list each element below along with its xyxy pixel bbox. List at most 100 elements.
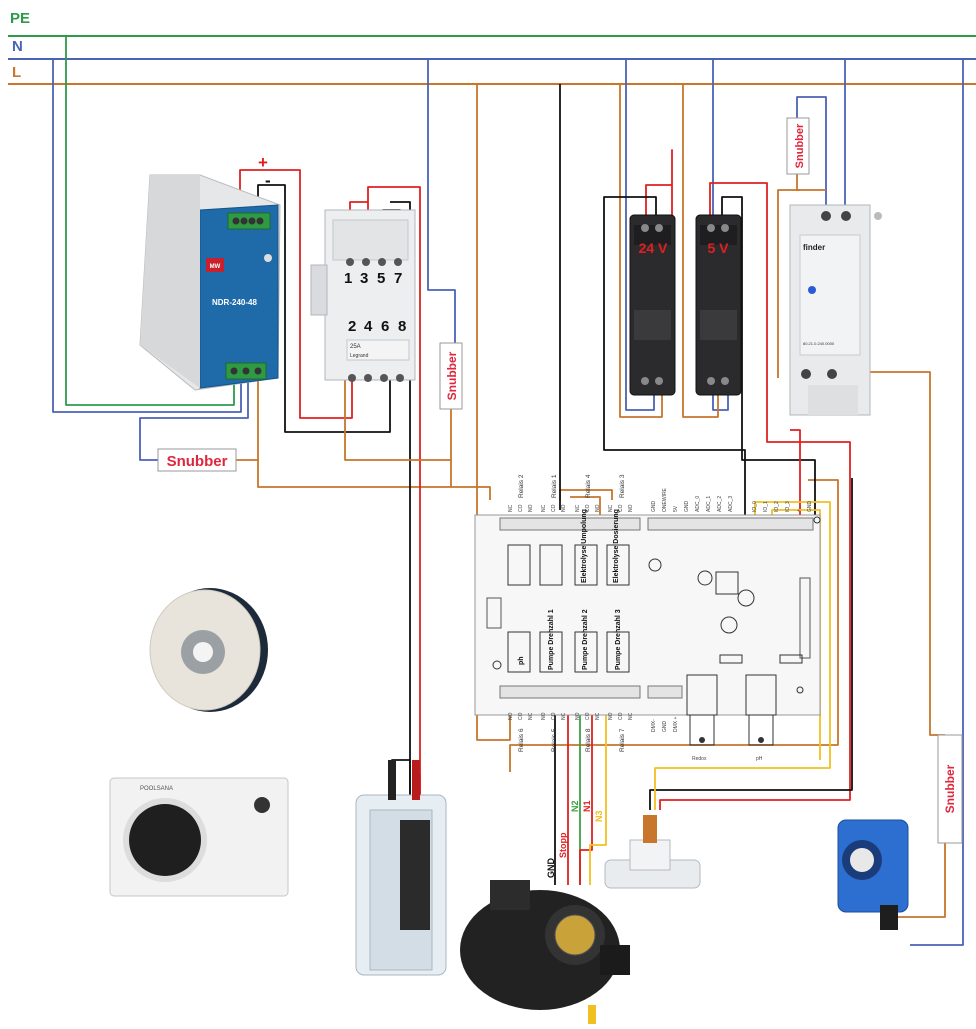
controller-board [474, 514, 821, 746]
contactor: 25A Legrand [310, 209, 416, 382]
svg-text:IO_0: IO_0 [752, 501, 758, 512]
snubber-contactor: Snubber [439, 342, 463, 410]
svg-text:NO: NO [508, 712, 514, 720]
svg-text:Pumpe Drehzahl 3: Pumpe Drehzahl 3 [615, 609, 622, 670]
svg-text:NO: NO [528, 504, 534, 512]
svg-text:IO_1: IO_1 [763, 501, 769, 512]
psu-brand: MW [210, 264, 221, 270]
svg-text:NC: NC [561, 712, 567, 720]
contactor-bottom-terminals: 2 4 6 8 [348, 318, 406, 335]
svg-text:GND: GND [662, 721, 668, 733]
svg-text:Elektrolyse Umpolung: Elektrolyse Umpolung [581, 509, 588, 583]
svg-text:5V: 5V [673, 505, 679, 512]
finder-part: 80.21.0.240.0000 [803, 341, 835, 346]
svg-text:NO: NO [628, 504, 634, 512]
svg-text:CO: CO [551, 504, 557, 512]
svg-text:Relais 6: Relais 6 [518, 728, 525, 752]
psu-plus-label: + [258, 153, 268, 172]
probe-label-redox: Redox [692, 756, 707, 762]
psu-5v-label: 5 V [707, 240, 729, 256]
svg-text:Stopp: Stopp [558, 832, 568, 858]
svg-text:N3: N3 [594, 810, 604, 822]
svg-text:Snubber: Snubber [794, 123, 806, 168]
board-relay-names-top: Elektrolyse Umpolung Elektrolyse Dosieru… [581, 509, 620, 583]
svg-text:CO: CO [618, 504, 624, 512]
svg-text:NC: NC [575, 504, 581, 512]
svg-text:8: 8 [398, 318, 406, 335]
svg-text:Relais 3: Relais 3 [619, 474, 626, 498]
svg-text:ADC_1: ADC_1 [706, 496, 712, 512]
pool-pump [460, 880, 630, 1024]
heat-pump: POOLSANA [109, 777, 289, 897]
svg-text:NO: NO [541, 712, 547, 720]
contactor-brand: Legrand [350, 353, 369, 359]
board-top-pins: NC CO NO NC CO NO NC CO NO NC CO NO [508, 504, 634, 512]
svg-text:ADC_2: ADC_2 [717, 496, 723, 512]
svg-text:GND: GND [807, 501, 813, 513]
board-dmx-pins: DMX- GND DMX + [651, 717, 679, 733]
psu-24v-label: 24 V [639, 240, 668, 256]
svg-text:ADC_0: ADC_0 [695, 496, 701, 512]
svg-text:ph: ph [518, 656, 525, 665]
svg-text:GND: GND [684, 501, 690, 513]
psu-model: NDR-240-48 [212, 298, 257, 307]
svg-text:CO: CO [551, 712, 557, 720]
svg-text:ONEWIRE: ONEWIRE [662, 487, 668, 512]
svg-text:CO: CO [518, 504, 524, 512]
svg-text:GND: GND [546, 858, 556, 879]
psu-24v: 24 V [629, 214, 676, 396]
svg-text:2: 2 [348, 318, 356, 335]
svg-text:NC: NC [595, 712, 601, 720]
svg-text:N2: N2 [570, 800, 580, 812]
svg-text:CO: CO [585, 504, 591, 512]
board-bottom-pins: NO CO NC NO CO NC NO CO NC NO CO NC [508, 712, 634, 720]
svg-text:Relais 1: Relais 1 [551, 474, 558, 498]
svg-text:6: 6 [381, 318, 389, 335]
svg-text:3: 3 [360, 270, 368, 287]
svg-text:CO: CO [585, 712, 591, 720]
svg-text:Pumpe Drehzahl 2: Pumpe Drehzahl 2 [582, 609, 589, 670]
svg-text:CO: CO [618, 712, 624, 720]
svg-text:IO_3: IO_3 [785, 501, 791, 512]
svg-text:NO: NO [608, 712, 614, 720]
svg-text:Pumpe Drehzahl 1: Pumpe Drehzahl 1 [548, 609, 555, 670]
electrolysis-cell [355, 760, 447, 976]
svg-text:7: 7 [394, 270, 402, 287]
svg-text:1: 1 [344, 270, 352, 287]
dosing-pump [837, 819, 909, 930]
svg-text:NO: NO [595, 504, 601, 512]
pump-wire-labels: GND Stopp N2 N1 N3 [546, 800, 604, 878]
bus-label-pe: PE [10, 10, 30, 27]
svg-text:Relais 8: Relais 8 [585, 728, 592, 752]
psu-48v: MW NDR-240-48 [139, 174, 281, 391]
svg-text:N1: N1 [582, 800, 592, 812]
svg-text:Relais 7: Relais 7 [619, 728, 626, 752]
svg-text:NC: NC [608, 504, 614, 512]
svg-text:+: + [796, 509, 802, 512]
svg-text:Relais 2: Relais 2 [518, 474, 525, 498]
board-relay-names-bottom: ph Pumpe Drehzahl 1 Pumpe Drehzahl 2 Pum… [518, 609, 622, 670]
svg-text:NO: NO [561, 504, 567, 512]
svg-text:CO: CO [518, 712, 524, 720]
probe-label-ph: pH [756, 756, 763, 762]
svg-text:Snubber: Snubber [943, 764, 957, 813]
psu-5v: 5 V [695, 214, 742, 396]
svg-text:NC: NC [628, 712, 634, 720]
svg-text:DMX +: DMX + [673, 717, 679, 733]
svg-text:4: 4 [364, 318, 373, 335]
pool-light [149, 588, 268, 712]
svg-text:Elektrolyse Dosierung: Elektrolyse Dosierung [613, 509, 620, 583]
psu-minus-label: - [265, 171, 271, 190]
flow-sensor [604, 815, 701, 889]
svg-text:NC: NC [508, 504, 514, 512]
svg-text:5: 5 [377, 270, 385, 287]
finder-brand: finder [803, 243, 825, 252]
svg-text:NC: NC [541, 504, 547, 512]
board-top-right-pins: GND ONEWIRE 5V GND ADC_0 ADC_1 ADC_2 ADC… [651, 487, 813, 512]
bus-label-l: L [12, 64, 21, 81]
svg-text:ADC_3: ADC_3 [728, 496, 734, 512]
svg-text:Relais 4: Relais 4 [585, 474, 592, 498]
finder-relay: finder 80.21.0.240.0000 [789, 204, 882, 416]
svg-text:NC: NC [528, 712, 534, 720]
